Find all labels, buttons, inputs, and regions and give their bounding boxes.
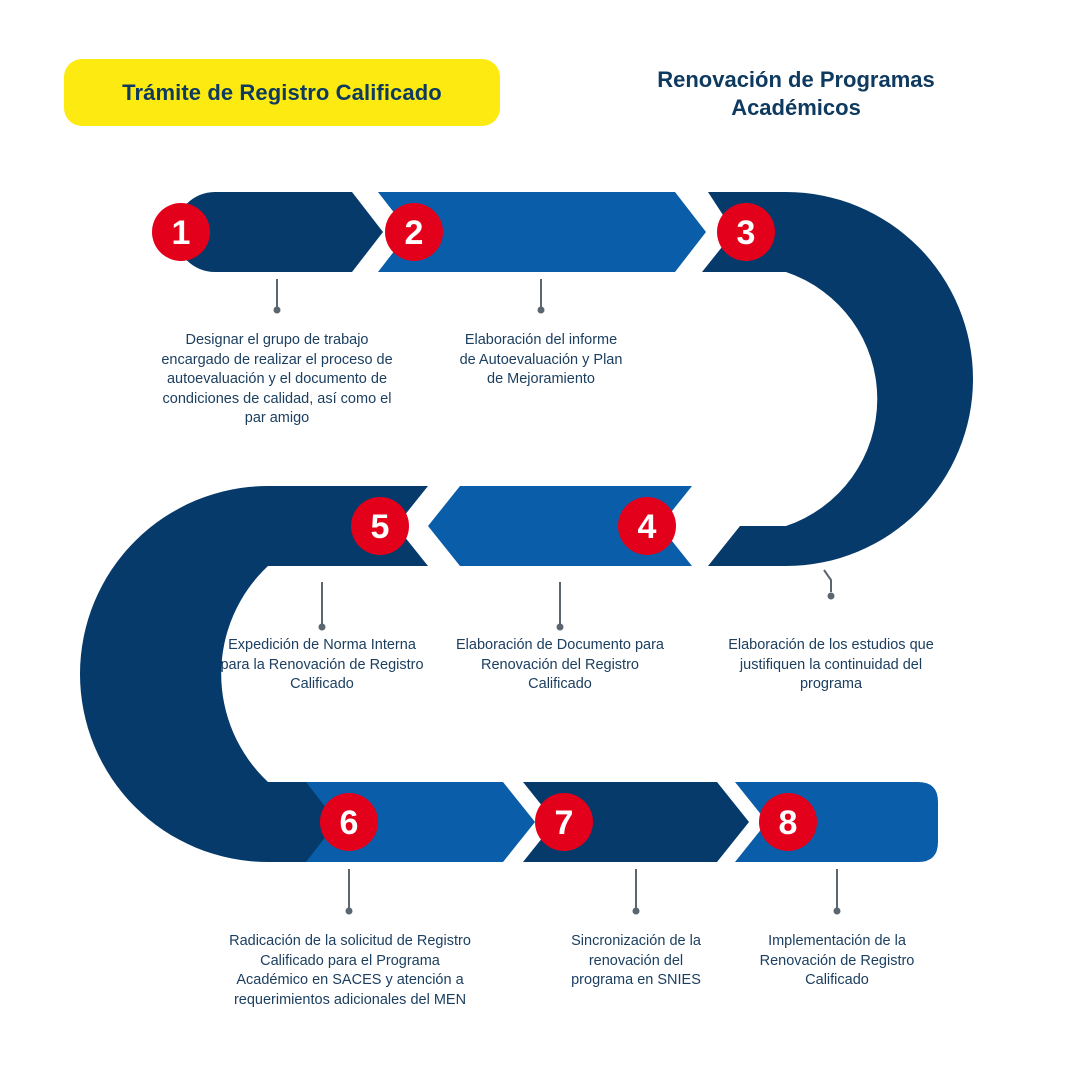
step-number-8: 8 — [779, 804, 798, 842]
step-badge-1 — [152, 203, 210, 261]
step-badge-7 — [535, 793, 593, 851]
connector-dot-5 — [318, 623, 326, 631]
step-description-7: Sincronización de la renovación del prog… — [571, 933, 701, 988]
connector-dot-8 — [833, 907, 841, 915]
step-description-3: Elaboración de los estudios que justifiq… — [728, 637, 934, 692]
step-badge-4 — [618, 497, 676, 555]
step-description-5: Expedición de Norma Interna para la Reno… — [220, 637, 424, 692]
step-number-5: 5 — [371, 508, 390, 546]
connector-3 — [823, 569, 832, 592]
connector-dot-3 — [827, 592, 835, 600]
segment-2 — [378, 192, 706, 272]
connector-dot-2 — [537, 306, 545, 314]
step-number-2: 2 — [405, 214, 424, 252]
page-title: Trámite de Registro Calificado — [122, 79, 442, 105]
title-pill: Trámite de Registro Calificado — [64, 59, 500, 126]
step-description-1: Designar el grupo de trabajo encargado d… — [161, 332, 393, 426]
step-number-1: 1 — [172, 214, 191, 252]
step-badge-2 — [385, 203, 443, 261]
step-description-2: Elaboración del informe de Autoevaluació… — [459, 332, 623, 387]
segment-3-curve — [702, 192, 973, 566]
step-badge-3 — [717, 203, 775, 261]
step-description-8: Implementación de la Renovación de Regis… — [759, 933, 915, 988]
step-badge-6 — [320, 793, 378, 851]
page-subtitle: Renovación de Programas Académicos — [657, 67, 935, 120]
step-badge-5 — [351, 497, 409, 555]
step-number-7: 7 — [555, 804, 574, 842]
connector-dot-7 — [632, 907, 640, 915]
step-number-4: 4 — [638, 508, 657, 546]
connector-dot-4 — [556, 623, 564, 631]
step-number-6: 6 — [340, 804, 359, 842]
connector-dot-1 — [273, 306, 281, 314]
connector-dot-6 — [345, 907, 353, 915]
step-description-6: Radicación de la solicitud de Registro C… — [229, 933, 471, 1008]
step-description-4: Elaboración de Documento para Renovación… — [456, 637, 664, 692]
step-number-3: 3 — [737, 214, 756, 252]
step-badge-8 — [759, 793, 817, 851]
segment-1 — [175, 192, 383, 272]
segment-5-curve — [80, 486, 428, 862]
